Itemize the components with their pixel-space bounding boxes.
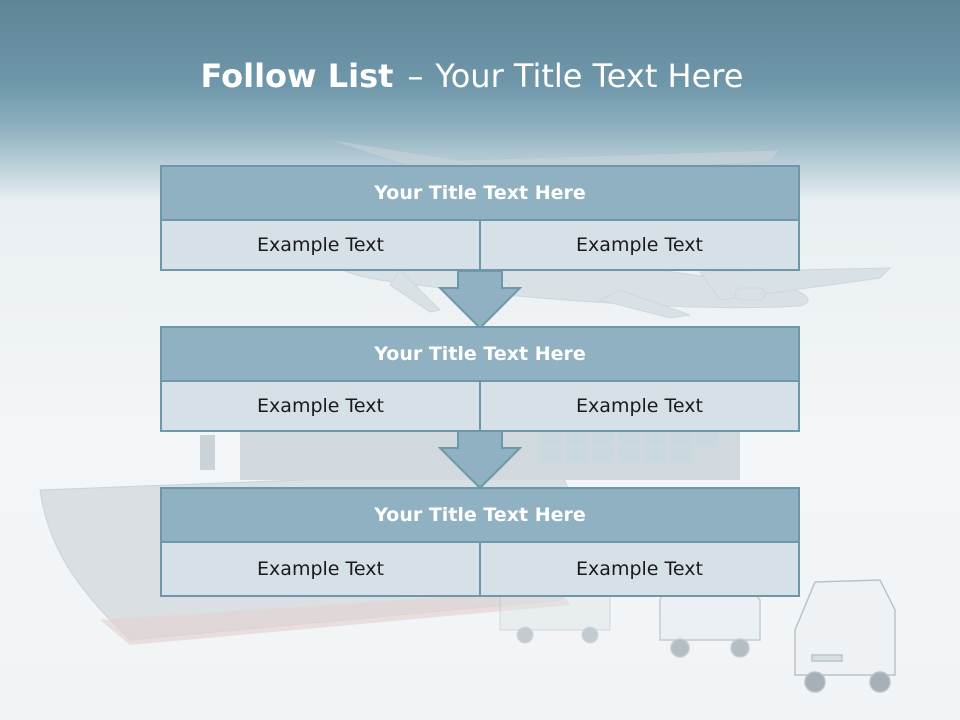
step-text-left: Example Text	[160, 221, 481, 271]
step-text-right: Example Text	[481, 543, 800, 597]
step-block: Your Title Text Here Example Text Exampl…	[160, 487, 800, 597]
slide-title: Follow List–Your Title Text Here	[0, 52, 944, 100]
step-title: Your Title Text Here	[160, 165, 800, 221]
title-separator: –	[407, 57, 424, 95]
down-arrow-icon	[438, 270, 522, 330]
title-rest: Your Title Text Here	[435, 57, 744, 95]
down-arrow-icon	[438, 430, 522, 490]
step-row: Example Text Example Text	[160, 382, 800, 432]
step-block: Your Title Text Here Example Text Exampl…	[160, 326, 800, 432]
step-text-right: Example Text	[481, 382, 800, 432]
title-bold: Follow List	[200, 57, 394, 95]
step-row: Example Text Example Text	[160, 221, 800, 271]
step-text-left: Example Text	[160, 543, 481, 597]
step-block: Your Title Text Here Example Text Exampl…	[160, 165, 800, 271]
step-text-left: Example Text	[160, 382, 481, 432]
step-text-right: Example Text	[481, 221, 800, 271]
step-title: Your Title Text Here	[160, 326, 800, 382]
truck-icon	[499, 589, 611, 644]
step-title: Your Title Text Here	[160, 487, 800, 543]
van-icon	[794, 579, 896, 693]
step-row: Example Text Example Text	[160, 543, 800, 597]
